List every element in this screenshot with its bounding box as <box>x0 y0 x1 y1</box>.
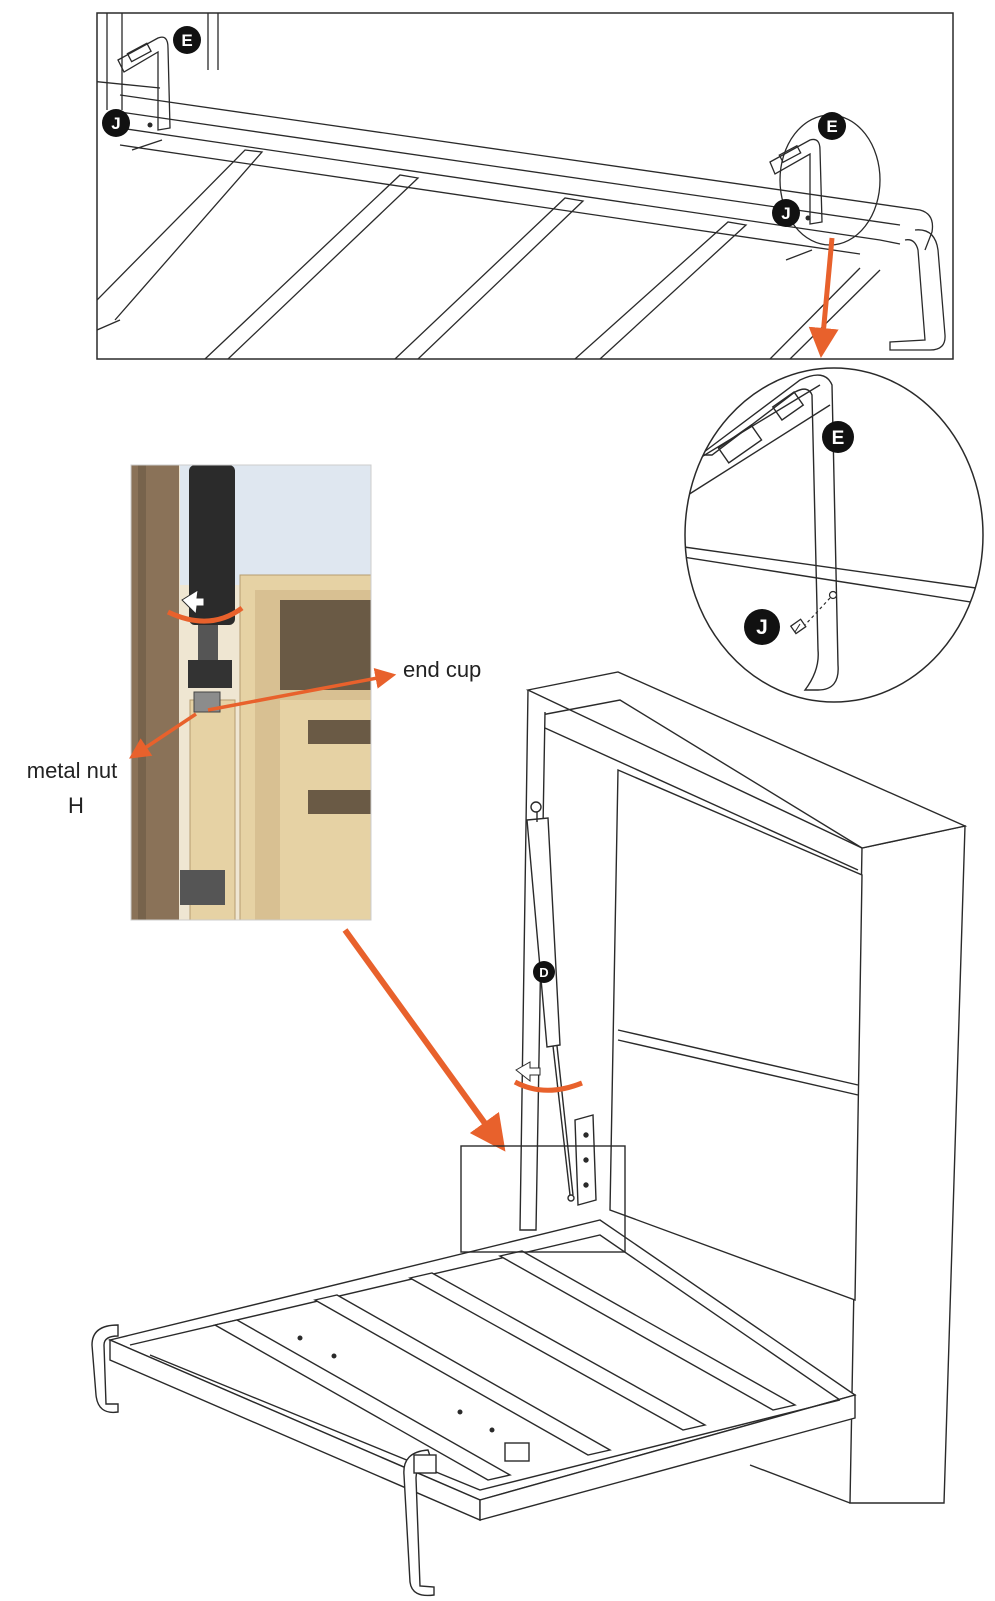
metal-nut <box>193 691 221 713</box>
part-badge-e-zoom: E <box>822 421 854 453</box>
part-badge-d: D <box>533 961 555 983</box>
top-inset-frame-drawing <box>97 13 946 359</box>
top-inset-panel: E J E J <box>96 12 954 360</box>
svg-text:E: E <box>181 31 192 50</box>
bed-detail-box <box>460 1145 626 1253</box>
metal-nut-sublabel: H <box>68 793 84 818</box>
svg-text:D: D <box>539 965 548 980</box>
metal-nut-arrow <box>129 712 197 759</box>
part-badge-e-top-left: E <box>173 26 201 54</box>
part-badge-j-top-right: J <box>772 199 800 227</box>
rotate-arrow-icon <box>166 605 244 624</box>
screw-j-icon <box>789 618 807 635</box>
rotate-arrow-icon <box>513 1079 583 1093</box>
metal-nut-label: metal nut <box>27 758 118 783</box>
end-cup-arrow <box>207 668 397 712</box>
gas-spring-cylinder <box>189 465 235 625</box>
screw-hole-dot <box>805 215 811 221</box>
part-badge-j-zoom: J <box>744 609 780 645</box>
screw-hole-dot <box>147 122 153 128</box>
end-cup-label: end cup <box>403 657 481 682</box>
svg-text:E: E <box>826 117 837 136</box>
svg-text:J: J <box>111 114 120 133</box>
photo-inset-gas-spring-end <box>130 464 372 921</box>
part-badge-e-top-right: E <box>818 112 846 140</box>
svg-text:E: E <box>832 428 845 449</box>
svg-text:J: J <box>756 616 768 639</box>
wall-bed-drawing <box>91 671 968 1597</box>
orange-arrow-to-bed-detail <box>342 928 506 1152</box>
svg-text:J: J <box>781 204 790 223</box>
orange-arrow-to-zoom <box>808 237 839 358</box>
part-badge-j-top-left: J <box>102 109 130 137</box>
zoom-detail-circle: E J <box>684 367 984 703</box>
screw-hole <box>828 590 838 600</box>
